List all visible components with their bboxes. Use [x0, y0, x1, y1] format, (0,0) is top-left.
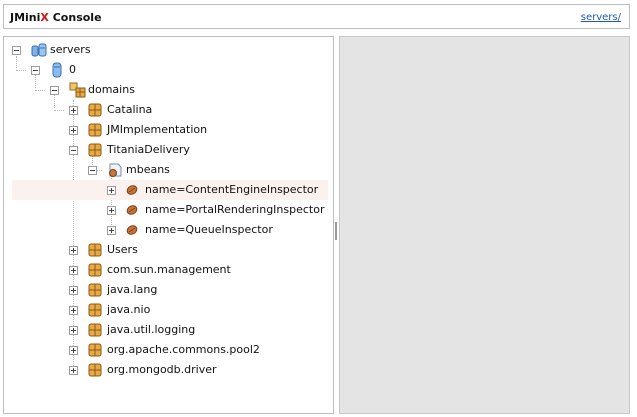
- panel-splitter-handle[interactable]: [335, 222, 337, 240]
- tree-node-jmimplementation[interactable]: JMImplementation: [4, 120, 333, 140]
- tree-node-org-mongodb-driver[interactable]: org.mongodb.driver: [4, 360, 333, 380]
- tree-node-catalina[interactable]: Catalina: [4, 100, 333, 120]
- tree-label-org-apache-commons-pool2: org.apache.commons.pool2: [107, 343, 260, 356]
- tree-node-com-sun-management[interactable]: com.sun.management: [4, 260, 333, 280]
- tree-connector: [54, 94, 55, 108]
- tree-connector: [35, 90, 45, 91]
- package-icon: [88, 263, 102, 277]
- expand-toggle[interactable]: [69, 306, 78, 315]
- collapse-toggle[interactable]: [88, 166, 97, 175]
- app-title-suffix: Console: [48, 11, 102, 24]
- tree-node-mbean-queueinspector[interactable]: name=QueueInspector: [4, 220, 333, 240]
- tree-label-mbean: name=PortalRenderingInspector: [145, 203, 325, 216]
- tree-connector: [73, 100, 74, 370]
- package-icon: [88, 123, 102, 137]
- tree-label-server-0: 0: [69, 63, 76, 76]
- app-title-prefix: JMini: [10, 11, 41, 24]
- package-icon: [88, 283, 102, 297]
- package-icon: [88, 143, 102, 157]
- bean-icon: [126, 185, 138, 195]
- package-icon: [88, 303, 102, 317]
- collapse-toggle[interactable]: [69, 146, 78, 155]
- tree-node-domains[interactable]: domains: [4, 80, 333, 100]
- tree-node-mbeans[interactable]: mbeans: [4, 160, 333, 180]
- package-icon: [88, 323, 102, 337]
- tree-connector: [92, 170, 102, 171]
- tree-connector: [35, 74, 36, 88]
- app-title: JMiniX Console: [10, 11, 102, 24]
- collapse-toggle[interactable]: [31, 66, 40, 75]
- mbeans-icon: [109, 163, 122, 177]
- servers-link[interactable]: servers/: [580, 12, 621, 23]
- collapse-toggle[interactable]: [50, 86, 59, 95]
- package-icon: [88, 343, 102, 357]
- tree-node-mbean-portalrenderinginspector[interactable]: name=PortalRenderingInspector: [4, 200, 333, 220]
- domains-icon: [69, 82, 86, 98]
- app-title-x: X: [40, 11, 49, 24]
- tree-label-java-nio: java.nio: [107, 303, 151, 316]
- tree-node-server-0[interactable]: 0: [4, 60, 333, 80]
- tree-node-java-util-logging[interactable]: java.util.logging: [4, 320, 333, 340]
- expand-toggle[interactable]: [69, 246, 78, 255]
- expand-toggle[interactable]: [69, 266, 78, 275]
- tree-connector: [16, 70, 26, 71]
- expand-toggle[interactable]: [107, 226, 116, 235]
- tree-node-servers[interactable]: servers: [4, 40, 333, 60]
- tree-label-mbeans: mbeans: [126, 163, 170, 176]
- expand-toggle[interactable]: [107, 206, 116, 215]
- tree-node-users[interactable]: Users: [4, 240, 333, 260]
- tree-label-users: Users: [107, 243, 138, 256]
- bean-icon: [126, 225, 138, 235]
- tree-label-servers: servers: [50, 43, 91, 56]
- tree-node-org-apache-commons-pool2[interactable]: org.apache.commons.pool2: [4, 340, 333, 360]
- tree-label-titaniadelivery: TitaniaDelivery: [107, 143, 190, 156]
- tree-label-java-lang: java.lang: [107, 283, 158, 296]
- server-icon: [52, 62, 62, 78]
- tree-label-catalina: Catalina: [107, 103, 153, 116]
- tree-label-mbean: name=QueueInspector: [145, 223, 273, 236]
- tree-node-java-nio[interactable]: java.nio: [4, 300, 333, 320]
- expand-toggle[interactable]: [69, 346, 78, 355]
- tree-label-org-mongodb-driver: org.mongodb.driver: [107, 363, 217, 376]
- tree-label-jmimplementation: JMImplementation: [107, 123, 208, 136]
- console-header: JMiniX Console servers/: [3, 4, 630, 29]
- tree-label-com-sun-management: com.sun.management: [107, 263, 231, 276]
- tree-connector: [16, 56, 17, 68]
- tree-connector: [111, 175, 112, 229]
- tree-label-mbean: name=ContentEngineInspector: [145, 183, 319, 196]
- expand-toggle[interactable]: [107, 186, 116, 195]
- tree-connector: [54, 110, 64, 111]
- tree-connector: [92, 155, 93, 169]
- detail-panel: [339, 36, 630, 414]
- package-icon: [88, 243, 102, 257]
- expand-toggle[interactable]: [69, 106, 78, 115]
- package-icon: [88, 103, 102, 117]
- tree-node-titaniadelivery[interactable]: TitaniaDelivery: [4, 140, 333, 160]
- expand-toggle[interactable]: [69, 126, 78, 135]
- tree-label-domains: domains: [88, 83, 135, 96]
- tree-panel: servers 0 domains Catalina: [3, 36, 334, 414]
- expand-toggle[interactable]: [69, 366, 78, 375]
- bean-icon: [126, 205, 138, 215]
- tree-node-java-lang[interactable]: java.lang: [4, 280, 333, 300]
- servers-icon: [31, 43, 47, 57]
- expand-toggle[interactable]: [69, 286, 78, 295]
- tree-label-java-util-logging: java.util.logging: [107, 323, 196, 336]
- package-icon: [88, 363, 102, 377]
- collapse-toggle[interactable]: [12, 46, 21, 55]
- expand-toggle[interactable]: [69, 326, 78, 335]
- tree-node-mbean-contentengineinspector[interactable]: name=ContentEngineInspector: [12, 180, 328, 200]
